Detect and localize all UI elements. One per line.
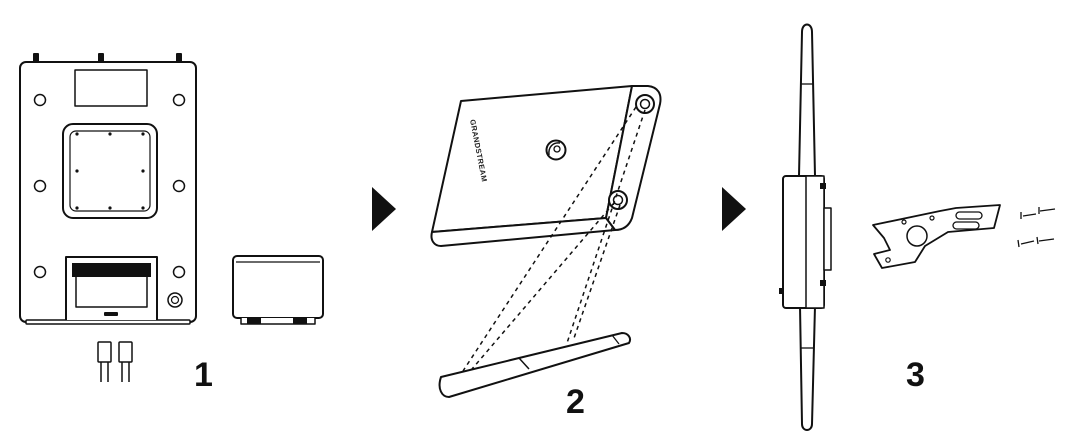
device-side-view — [779, 175, 832, 309]
ground-screw-icon — [167, 292, 183, 308]
device-back-plate — [19, 53, 197, 325]
mounting-bracket — [872, 204, 1001, 269]
antenna-connector — [635, 94, 655, 114]
device-body: GRANDSTREAM — [430, 85, 662, 247]
step-3-illustration — [779, 23, 1056, 431]
triangle-right-icon — [372, 187, 396, 231]
antenna-top — [798, 23, 816, 177]
triangle-right-icon — [722, 187, 746, 231]
cable-cover — [232, 255, 324, 325]
cable-plugs — [97, 341, 133, 382]
antenna-bottom — [799, 305, 816, 431]
antenna-connector — [608, 190, 628, 210]
step-2-illustration: GRANDSTREAM — [430, 85, 662, 398]
step-3-number: 3 — [906, 356, 925, 394]
step-1-illustration — [19, 53, 324, 382]
antenna — [438, 332, 632, 398]
screw-icon — [1017, 207, 1056, 248]
step-1-number: 1 — [194, 356, 213, 394]
dashed-guides — [462, 106, 646, 372]
step-2-number: 2 — [566, 383, 585, 421]
